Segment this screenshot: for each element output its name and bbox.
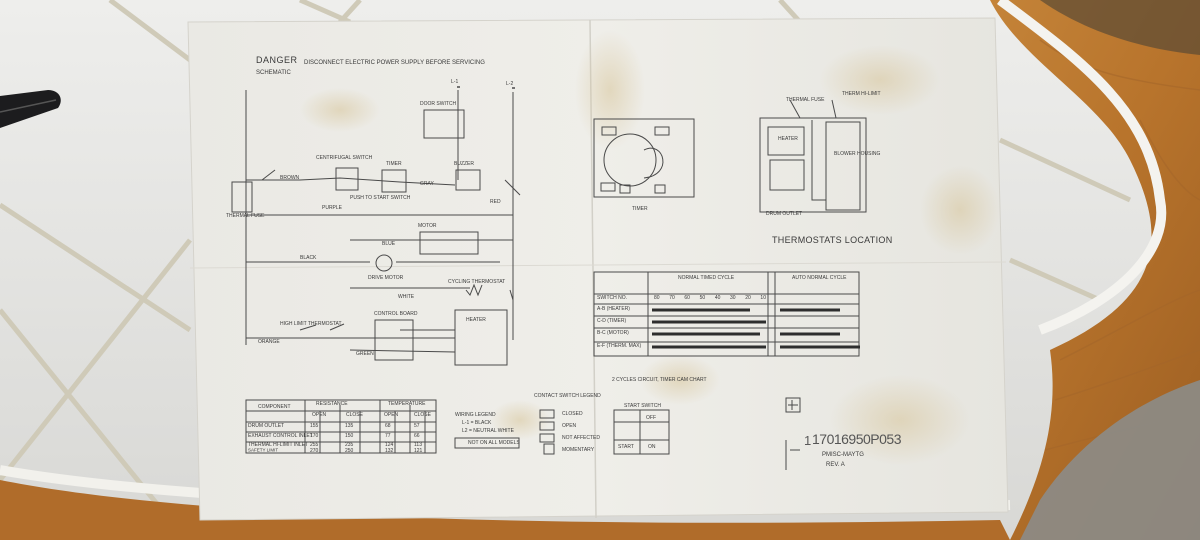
wiring-legend-item-1: L2 = NEUTRAL WHITE [462, 428, 514, 434]
component-push-to-start: PUSH TO START SWITCH [350, 195, 411, 201]
resistance-header-temperature: TEMPERATURE [388, 401, 426, 407]
resistance-row-0-name: DRUM OUTLET [248, 423, 285, 429]
switch-legend-item-2: NOT AFFECTED [562, 435, 600, 441]
component-buzzer: BUZZER [454, 161, 474, 167]
thermostat-label-drum-outlet: DRUM OUTLET [766, 211, 803, 217]
component-cycling-thermostat: CYCLING THERMOSTAT [448, 279, 506, 285]
resistance-sub-close-1: CLOSE [346, 412, 363, 418]
part-number-handwritten-prefix: 1 [804, 433, 812, 448]
part-number-sub: PMISC-MAYTG [822, 452, 864, 458]
wire-label-brown: BROWN [280, 175, 300, 181]
component-timer: TIMER [386, 161, 402, 167]
resistance-row-3-v1: 270 [310, 448, 319, 454]
thermostats-location-title: THERMOSTATS LOCATION [772, 235, 893, 245]
wire-label-red: RED [490, 199, 501, 205]
resistance-row-2-v2: 235 [345, 442, 354, 448]
timer-chart-col-auto: AUTO NORMAL CYCLE [792, 275, 847, 281]
resistance-row-0-v1: 155 [310, 423, 319, 429]
resistance-row-3-name: SAFETY LIMIT [248, 448, 279, 454]
resistance-row-0-v4: 57 [414, 423, 420, 429]
timer-chart-row-2: C-D (TIMER) [597, 318, 627, 324]
wire-label-green: GREEN [356, 351, 374, 357]
timer-chart-row-1: A-B (HEATER) [597, 306, 630, 312]
resistance-row-1-v2: 150 [345, 433, 354, 439]
component-centrifugal-switch: CENTRIFUGAL SWITCH [316, 155, 373, 161]
switch-legend-title: CONTACT SWITCH LEGEND [534, 393, 601, 399]
component-high-limit-thermostat: HIGH LIMIT THERMOSTAT [280, 321, 342, 327]
start-switch-title: START SWITCH [624, 403, 661, 409]
component-control-board: CONTROL BOARD [374, 311, 418, 317]
tick-label: 70 [669, 295, 675, 301]
timer-chart-row-4: E-F (THERM. MAX) [597, 343, 642, 349]
timer-chart-ticks: 80 70 60 50 40 30 20 10 [654, 296, 766, 301]
start-switch-row-1-col-1: ON [648, 444, 656, 450]
resistance-row-0-v3: 68 [385, 423, 391, 429]
line-label-l2: L-2 [506, 81, 514, 87]
resistance-row-1-v1: 170 [310, 433, 319, 439]
resistance-header-resistance: RESISTANCE [316, 401, 348, 407]
start-switch-row-0-col-1: OFF [646, 415, 656, 421]
schematic-subtitle: SCHEMATIC [256, 70, 291, 76]
tick-label: 60 [684, 295, 690, 301]
timer-label: TIMER [632, 206, 648, 212]
resistance-row-2-v1: 255 [310, 442, 319, 448]
wiring-legend-title: WIRING LEGEND [455, 412, 496, 418]
wire-label-gray: GRAY [420, 181, 434, 187]
resistance-row-1-name: EXHAUST CONTROL INLET [248, 433, 313, 439]
resistance-row-2-name: THERMAL HI-LIMIT INLET [248, 442, 309, 448]
danger-title: DANGER [256, 55, 298, 65]
thermostat-label-hi-limit: THERM HI-LIMIT [842, 91, 881, 97]
switch-legend-item-3: MOMENTARY [562, 447, 595, 453]
component-drive-motor: DRIVE MOTOR [368, 275, 404, 281]
component-heater: HEATER [466, 317, 486, 323]
tick-label: 40 [714, 295, 721, 301]
wiring-legend-note: NOT ON ALL MODELS [468, 440, 520, 446]
resistance-row-3-v2: 250 [345, 448, 354, 454]
tick-label: 10 [760, 295, 766, 301]
thermostat-label-blower-housing: BLOWER HOUSING [834, 151, 881, 157]
tick-label: 30 [730, 295, 736, 301]
resistance-row-1-v3: 77 [385, 433, 391, 439]
resistance-sub-close-2: CLOSE [414, 412, 431, 418]
switch-legend-item-0: CLOSED [562, 411, 583, 417]
resistance-header-component: COMPONENT [258, 404, 291, 410]
resistance-row-2-v3: 124 [385, 442, 394, 448]
component-thermal-fuse: THERMAL FUSE [226, 213, 265, 219]
wire-label-orange: ORANGE [258, 339, 280, 345]
thermostat-label-heater: HEATER [778, 136, 798, 142]
thermostat-label-thermal-fuse: THERMAL FUSE [786, 97, 825, 103]
timer-chart-note: 2 CYCLES CIRCUIT, TIMER CAM CHART [612, 377, 707, 383]
wiring-legend-item-0: L-1 = BLACK [462, 420, 492, 426]
danger-warning-text: DISCONNECT ELECTRIC POWER SUPPLY BEFORE … [304, 60, 485, 66]
tick-label: 80 [654, 295, 660, 301]
wire-label-blue: BLUE [382, 241, 396, 247]
tick-label: 20 [745, 295, 751, 301]
part-number-rev: REV. A [826, 462, 845, 468]
resistance-row-0-v2: 135 [345, 423, 354, 429]
wire-label-purple: PURPLE [322, 205, 343, 211]
resistance-row-1-v4: 66 [414, 433, 420, 439]
resistance-sub-open-1: OPEN [312, 412, 327, 418]
resistance-row-2-v4: 113 [414, 442, 422, 448]
component-door-switch: DOOR SWITCH [420, 101, 457, 107]
resistance-row-3-v4: 121 [414, 448, 423, 454]
switch-legend-item-1: OPEN [562, 423, 577, 429]
wire-label-black: BLACK [300, 255, 317, 261]
timer-chart-row-3: B-C (MOTOR) [597, 330, 629, 336]
tick-label: 50 [699, 295, 706, 301]
resistance-sub-open-2: OPEN [384, 412, 399, 418]
component-motor: MOTOR [418, 223, 437, 229]
resistance-row-3-v3: 132 [385, 448, 394, 454]
start-switch-row-1-col-0: START [618, 444, 634, 450]
wire-label-white: WHITE [398, 294, 415, 300]
timer-chart-col-normal: NORMAL TIMED CYCLE [678, 275, 735, 281]
part-number: 17016950P053 [812, 431, 902, 447]
timer-chart-row-0: SWITCH NO. [597, 295, 627, 301]
line-label-l1: L-1 [451, 79, 459, 85]
